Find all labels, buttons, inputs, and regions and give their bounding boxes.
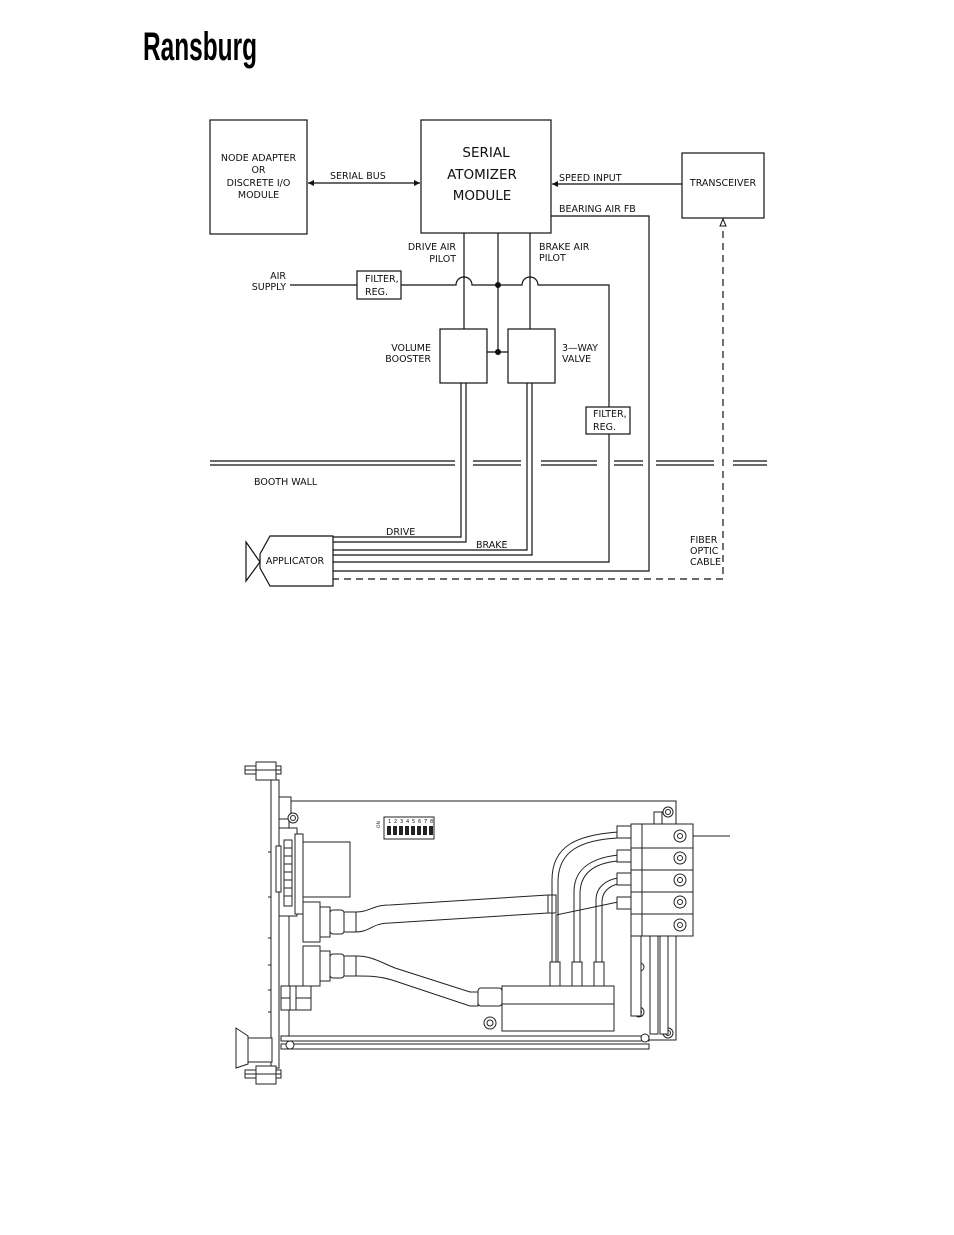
solenoid-block xyxy=(502,986,614,1031)
transceiver-label: TRANSCEIVER xyxy=(689,178,757,189)
volume-booster-box xyxy=(440,329,487,383)
brake-label: BRAKE xyxy=(476,540,507,551)
bottom-handle xyxy=(256,1066,276,1084)
serial-bus-label: SERIAL BUS xyxy=(330,171,386,182)
three-way-valve-label-1: 3—WAY xyxy=(562,343,598,354)
junction-dot-mid xyxy=(495,349,501,355)
node-adapter-label-1: NODE ADAPTER xyxy=(221,153,297,164)
node-adapter-label-3: DISCRETE I/O xyxy=(227,178,291,189)
air-supply-label-2: SUPPLY xyxy=(252,282,286,293)
dip-label-4: 4 xyxy=(406,819,409,825)
ejector-lever xyxy=(236,1028,248,1068)
filter-reg-2-label-1: FILTER, xyxy=(593,409,627,420)
node-adapter-label-4: MODULE xyxy=(238,190,279,201)
bottom-rail-2 xyxy=(281,1044,649,1049)
fitting-upper-panel xyxy=(303,902,320,942)
block-diagram: NODE ADAPTER OR DISCRETE I/O MODULE SERI… xyxy=(210,120,767,586)
fiber-optic-label-1: FIBER xyxy=(690,535,718,546)
air-supply-label-1: AIR xyxy=(270,271,286,282)
ejector-housing xyxy=(248,1038,272,1062)
dip-label-5: 5 xyxy=(412,819,415,825)
bottom-rail-1 xyxy=(281,1036,649,1041)
solenoid-fitting-3 xyxy=(594,962,604,986)
speed-input-arrow xyxy=(552,181,558,187)
volume-booster-label-1: VOLUME xyxy=(391,343,431,354)
dip-on-label: ON xyxy=(376,821,382,828)
brake-line-b xyxy=(333,383,532,555)
bearing-air-fb-label: BEARING AIR FB xyxy=(559,204,636,215)
dip-label-2: 2 xyxy=(394,819,397,825)
serial-bus-arrow-right xyxy=(414,180,420,186)
sam-label-3: MODULE xyxy=(453,188,512,204)
dip-label-3: 3 xyxy=(400,819,403,825)
three-way-valve-label-2: VALVE xyxy=(562,354,591,365)
volume-booster-label-2: BOOSTER xyxy=(385,354,431,365)
drive-line-a xyxy=(333,383,461,537)
sam-label-2: ATOMIZER xyxy=(447,167,517,183)
three-way-valve-box xyxy=(508,329,555,383)
drive-air-pilot-label-2: PILOT xyxy=(429,254,456,265)
fiber-optic-arrow xyxy=(720,219,726,226)
dip-label-6: 6 xyxy=(418,819,421,825)
drive-line-b xyxy=(333,383,466,542)
circuit-board-drawing: ON 1 2 3 4 5 6 7 8 xyxy=(236,762,730,1084)
screw-rail-right xyxy=(641,1034,649,1042)
serial-bus-arrow-left xyxy=(308,180,314,186)
solenoid-fitting-2 xyxy=(572,962,582,986)
transformer-block xyxy=(303,842,350,897)
junction-dot-top xyxy=(495,282,501,288)
brake-air-pilot-label-1: BRAKE AIR xyxy=(539,242,590,253)
fiber-optic-label-2: OPTIC xyxy=(690,546,719,557)
dip-label-1: 1 xyxy=(388,819,391,825)
solenoid-fitting-1 xyxy=(550,962,560,986)
fiber-optic-label-3: CABLE xyxy=(690,557,721,568)
ransburg-logo: Ransburg xyxy=(143,25,257,69)
node-adapter-box xyxy=(210,120,307,234)
booth-wall xyxy=(210,461,767,465)
filter-reg-1-label-2: REG. xyxy=(365,287,388,298)
dip-switch: ON 1 2 3 4 5 6 7 8 xyxy=(376,817,434,839)
filter-reg-1-label-1: FILTER, xyxy=(365,274,399,285)
air-supply-line-b xyxy=(401,277,609,407)
front-panel xyxy=(271,780,279,1068)
dip-label-8: 8 xyxy=(430,819,433,825)
speed-input-label: SPEED INPUT xyxy=(559,173,622,184)
screw-rail-left xyxy=(286,1041,294,1049)
node-adapter-label-2: OR xyxy=(251,165,265,176)
booth-wall-label: BOOTH WALL xyxy=(254,477,318,488)
drive-label: DRIVE xyxy=(386,527,415,538)
applicator-bell xyxy=(246,542,260,581)
fitting-lower-panel xyxy=(303,946,320,986)
drive-air-pilot-label-1: DRIVE AIR xyxy=(408,242,457,253)
filter-reg-2-line xyxy=(333,434,609,562)
sam-label-1: SERIAL xyxy=(462,145,510,161)
brake-line-a xyxy=(333,383,527,550)
dip-label-7: 7 xyxy=(424,819,427,825)
top-handle xyxy=(256,762,276,780)
brake-air-pilot-label-2: PILOT xyxy=(539,253,566,264)
bearing-air-fb-line xyxy=(333,216,649,571)
applicator-label: APPLICATOR xyxy=(266,556,325,567)
filter-reg-2-label-2: REG. xyxy=(593,422,616,433)
